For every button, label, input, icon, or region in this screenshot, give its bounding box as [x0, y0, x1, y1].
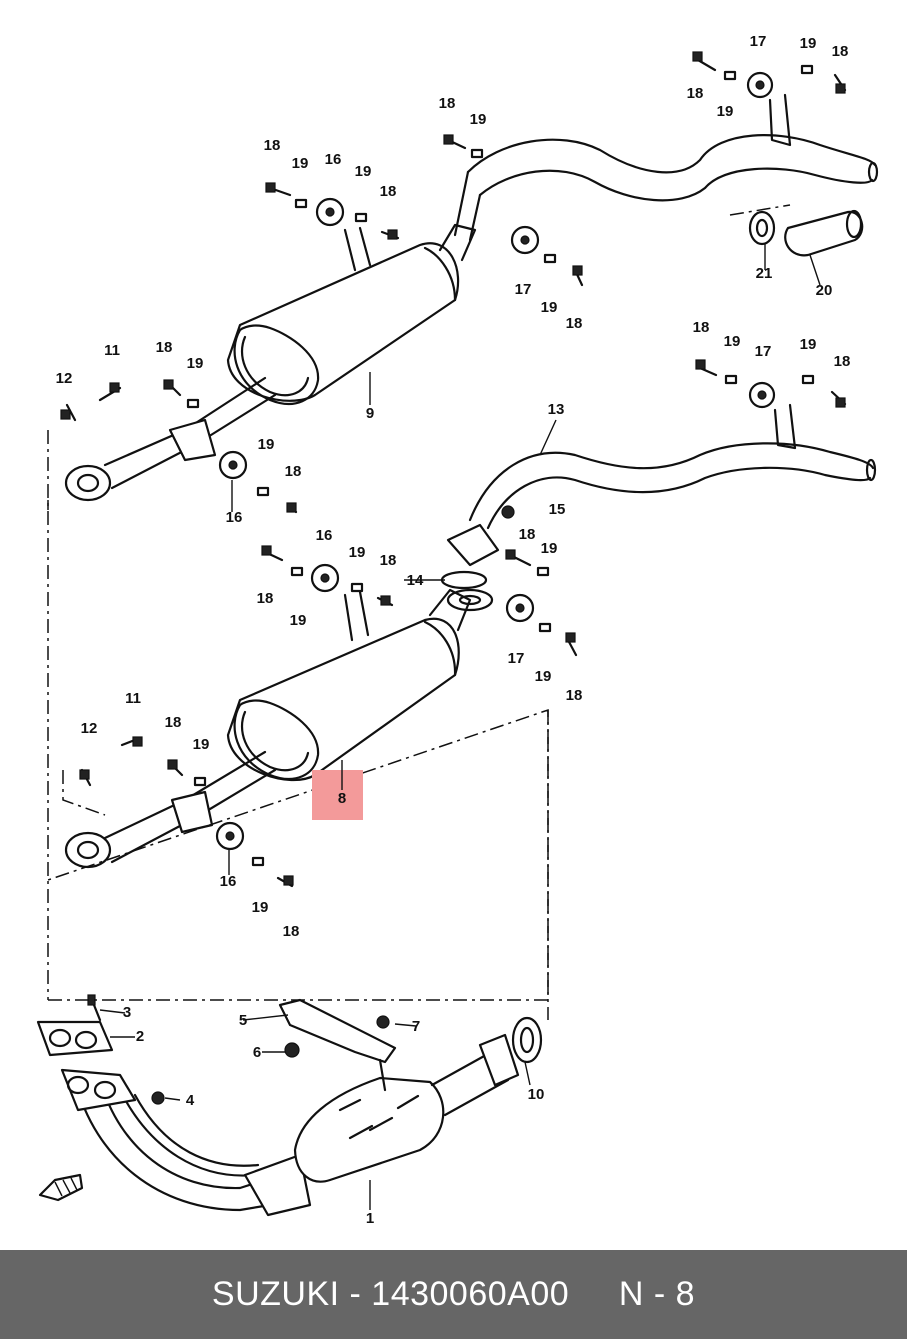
callout-c-16b: 16 — [226, 509, 243, 526]
callout-c-19c: 19 — [470, 111, 487, 128]
callout-c-18a: 18 — [832, 43, 849, 60]
callout-c-19g: 19 — [187, 355, 204, 372]
callout-c-12a: 12 — [56, 370, 73, 387]
callout-c-19b: 19 — [717, 103, 734, 120]
highlight-box — [312, 770, 363, 820]
exhaust-system-diagram: 8 17191818191819181916191821201719181112… — [36, 33, 879, 1227]
callout-c-4: 4 — [186, 1092, 195, 1109]
callout-c-16d: 16 — [220, 873, 237, 890]
hanger-17d — [505, 593, 535, 623]
bracket-5 — [278, 998, 397, 1092]
footer-bar: SUZUKI - 1430060A00 N - 8 — [0, 1250, 907, 1339]
callout-c-18c: 18 — [439, 95, 456, 112]
callout-c-17d: 17 — [508, 650, 525, 667]
callout-c-19i: 19 — [800, 336, 817, 353]
callout-c-16c: 16 — [316, 527, 333, 544]
callout-c-17c: 17 — [755, 343, 772, 360]
callout-c-19o: 19 — [193, 736, 210, 753]
callout-c-18i: 18 — [834, 353, 851, 370]
callout-c-19p: 19 — [252, 899, 269, 916]
tail-tip-20 — [784, 209, 864, 257]
callout-c-18d: 18 — [264, 137, 281, 154]
callout-c-19a: 19 — [800, 35, 817, 52]
callout-c-20: 20 — [816, 282, 833, 299]
hanger-16a — [315, 197, 345, 227]
callout-c-19m: 19 — [290, 612, 307, 629]
callout-c-21: 21 — [756, 265, 773, 282]
center-pipe-upper — [64, 376, 277, 502]
hanger-17b — [510, 225, 540, 255]
callout-c-18k: 18 — [519, 526, 536, 543]
callout-c-19e: 19 — [355, 163, 372, 180]
callout-c-18g: 18 — [156, 339, 173, 356]
callout-c-18f: 18 — [566, 315, 583, 332]
callout-c-18j: 18 — [285, 463, 302, 480]
tail-pipe-upper — [453, 93, 879, 242]
callout-c-19j: 19 — [258, 436, 275, 453]
callout-c-16a: 16 — [325, 151, 342, 168]
hanger-16b — [218, 450, 248, 480]
callout-c-18n: 18 — [566, 687, 583, 704]
callout-c-18m: 18 — [257, 590, 274, 607]
callout-c-13: 13 — [548, 401, 565, 418]
nut-4 — [151, 1091, 165, 1105]
callout-c-18o: 18 — [165, 714, 182, 731]
callout-c-3: 3 — [123, 1004, 131, 1021]
callout-c-2: 2 — [136, 1028, 144, 1045]
tail-pipe-lower — [468, 403, 877, 530]
callout-c-18l: 18 — [380, 552, 397, 569]
callout-c-5: 5 — [239, 1012, 247, 1029]
callout-c-12b: 12 — [81, 720, 98, 737]
callout-c-1: 1 — [366, 1210, 374, 1227]
clamp-21 — [748, 210, 776, 246]
callout-c-19n: 19 — [535, 668, 552, 685]
callout-c-19d: 19 — [292, 155, 309, 172]
assembly-lines — [47, 430, 549, 1020]
callout-c-19f: 19 — [541, 299, 558, 316]
callout-c-7: 7 — [412, 1018, 420, 1035]
leader-lines — [99, 243, 821, 1210]
front-arrow-icon — [38, 1173, 84, 1202]
callout-c-18e: 18 — [380, 183, 397, 200]
callout-c-17a: 17 — [750, 33, 767, 50]
callout-c-14: 14 — [407, 572, 424, 589]
hanger-16d — [215, 821, 245, 851]
gasket-10 — [511, 1016, 543, 1064]
callout-c-11b: 11 — [125, 690, 141, 707]
callout-c-18b: 18 — [687, 85, 704, 102]
callout-c-18h: 18 — [693, 319, 710, 336]
front-pipe-1 — [60, 1033, 520, 1217]
flange-gasket-14 — [440, 523, 500, 612]
callout-c-17b: 17 — [515, 281, 532, 298]
gasket-2 — [36, 1020, 114, 1057]
bolts-lower-right — [501, 359, 847, 657]
part-caption: SUZUKI - 1430060A00 N - 8 — [211, 1275, 696, 1313]
callout-c-10: 10 — [528, 1086, 545, 1103]
callout-c-19k: 19 — [541, 540, 558, 557]
bolts-upper — [60, 51, 847, 514]
stud-3 — [87, 994, 102, 1022]
callout-c-11a: 11 — [104, 342, 120, 359]
hanger-16c — [310, 563, 340, 593]
bolts-lower-left — [79, 545, 394, 888]
callout-c-9: 9 — [366, 405, 374, 422]
callout-c-15: 15 — [549, 501, 566, 518]
highlighted-callout: 8 — [338, 790, 346, 807]
muffler-9 — [226, 223, 477, 405]
callout-c-19l: 19 — [349, 544, 366, 561]
center-pipe-lower — [64, 750, 277, 869]
callout-c-19h: 19 — [724, 333, 741, 350]
hanger-17c — [748, 381, 776, 409]
hanger-17a — [746, 71, 774, 99]
callout-c-6: 6 — [253, 1044, 261, 1061]
callout-c-18p: 18 — [283, 923, 300, 940]
